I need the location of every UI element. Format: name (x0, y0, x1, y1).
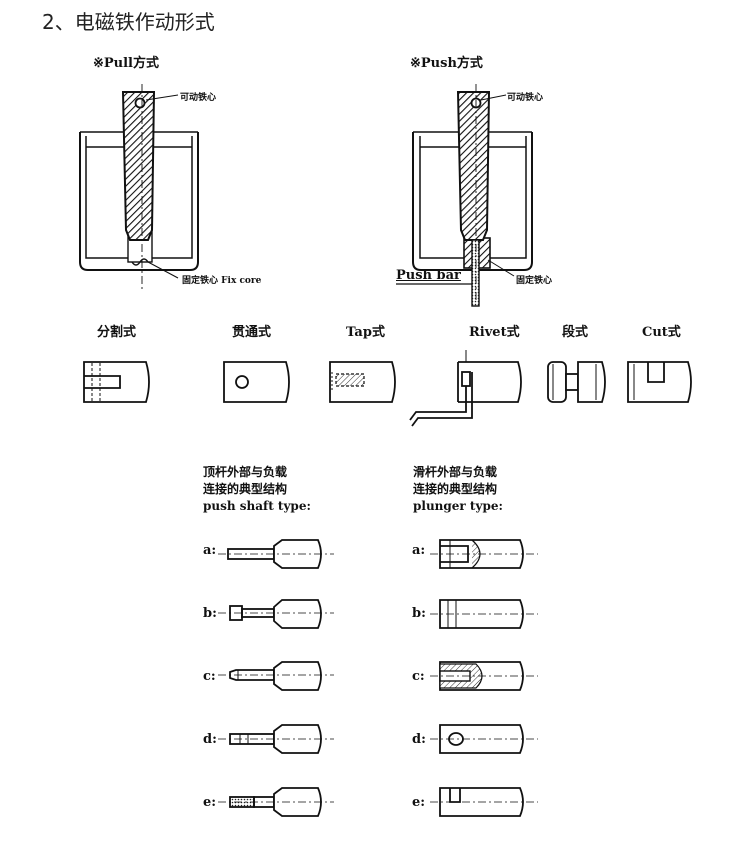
end-type-label-stepped: 段式 (562, 325, 589, 340)
push-shaft-row-e-label: e: (203, 795, 217, 810)
plunger-heading: 滑杆外部与负载 连接的典型结构 plunger type: (413, 464, 503, 515)
push-fixed-label: 固定铁心 (516, 276, 553, 286)
stepped-end-icon (547, 361, 606, 403)
end-type-label-split: 分割式 (97, 325, 137, 340)
push-bar (471, 239, 480, 307)
plunger-b-icon (430, 599, 538, 629)
plunger-row-e-label: e: (412, 795, 426, 810)
pull-core-hole (134, 97, 146, 109)
tapped-end-icon (329, 361, 396, 403)
plunger-heading-line1: 滑杆外部与负载 (413, 465, 498, 479)
push-bar-label: Push bar (396, 268, 461, 283)
push-shaft-a-icon (218, 539, 334, 569)
push-movable-label: 可动铁心 (507, 93, 544, 103)
end-type-label-through: 贯通式 (232, 325, 272, 340)
through-hole-end-icon (223, 361, 290, 403)
push-movable-core (456, 91, 491, 241)
push-shaft-c-icon (218, 661, 334, 691)
pull-solenoid-diagram (79, 84, 199, 292)
plunger-a-icon (430, 539, 538, 569)
push-shaft-heading-line2: 连接的典型结构 (203, 482, 288, 496)
page-title: 2、电磁铁作动形式 (42, 10, 215, 34)
pull-frame (79, 132, 199, 271)
plunger-heading-line2: 连接的典型结构 (413, 482, 498, 496)
pull-heading: ※Pull方式 (93, 56, 159, 71)
pull-fixed-label: 固定铁心 Fix core (182, 276, 262, 286)
plunger-d-icon (430, 724, 538, 754)
push-shaft-e-icon (218, 787, 334, 817)
push-shaft-b-icon (218, 599, 334, 629)
plunger-e-icon (430, 787, 538, 817)
end-type-label-tap: Tap式 (346, 325, 385, 340)
push-shaft-heading-line1: 顶杆外部与负载 (203, 465, 288, 479)
push-shaft-row-c-label: c: (203, 669, 216, 684)
cut-end-icon (627, 361, 692, 403)
push-shaft-row-a-label: a: (203, 543, 217, 558)
push-shaft-d-icon (218, 724, 334, 754)
push-shaft-row-d-label: d: (203, 732, 217, 747)
push-shaft-heading-line3: push shaft type: (203, 499, 311, 513)
push-shaft-heading: 顶杆外部与负载 连接的典型结构 push shaft type: (203, 464, 311, 515)
push-solenoid-diagram (396, 84, 533, 307)
end-type-label-rivet: Rivet式 (469, 325, 520, 340)
push-heading: ※Push方式 (410, 56, 483, 71)
split-end-icon (83, 361, 150, 403)
push-shaft-row-b-label: b: (203, 606, 217, 621)
plunger-row-a-label: a: (412, 543, 426, 558)
plunger-row-c-label: c: (412, 669, 425, 684)
plunger-c-icon (430, 661, 538, 691)
end-type-label-cut: Cut式 (642, 325, 681, 340)
plunger-heading-line3: plunger type: (413, 499, 503, 513)
plunger-row-d-label: d: (412, 732, 426, 747)
pull-movable-label: 可动铁心 (180, 93, 217, 103)
rivet-end-icon (409, 350, 522, 427)
plunger-row-b-label: b: (412, 606, 426, 621)
pull-movable-core (121, 91, 156, 241)
